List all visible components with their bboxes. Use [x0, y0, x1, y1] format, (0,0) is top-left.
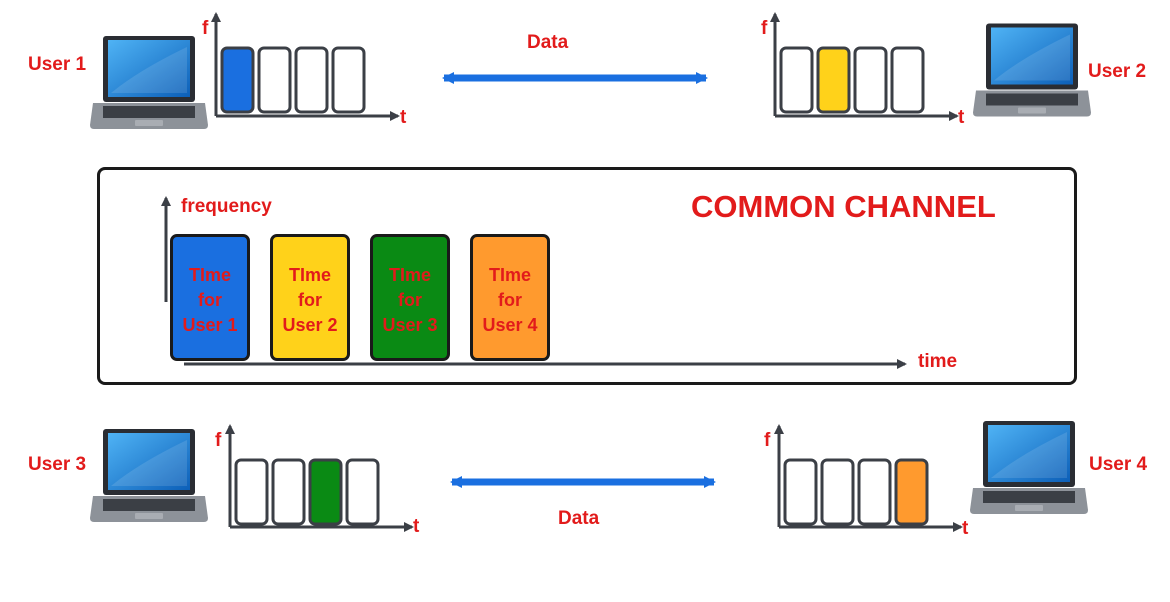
channel-slot-user4: TIme for User 4	[470, 234, 550, 361]
user2-f-axis-label: f	[761, 18, 768, 39]
user1-label: User 1	[28, 54, 87, 75]
user4-laptop-icon	[970, 421, 1088, 514]
user2-t-axis-label: t	[958, 107, 965, 128]
slot-line1: TIme	[488, 265, 531, 285]
slot-line1: TIme	[388, 265, 431, 285]
user3-slot-3-active	[308, 458, 343, 526]
user3-f-axis-label: f	[215, 430, 222, 451]
slot-line3: User 3	[382, 315, 438, 335]
user3-slot-4	[345, 458, 380, 526]
user4-slot-2	[820, 458, 855, 526]
slot-line2: for	[398, 290, 422, 310]
user1-slot-1-active	[220, 46, 255, 114]
slot-line2: for	[298, 290, 322, 310]
user2-slot-4	[890, 46, 925, 114]
user1-slot-4	[331, 46, 366, 114]
common-channel-box	[97, 167, 1077, 385]
user2-slot-1	[779, 46, 814, 114]
user4-label: User 4	[1089, 454, 1148, 475]
channel-x-axis-label: time	[918, 351, 958, 372]
channel-slot-user2: TIme for User 2	[270, 234, 350, 361]
user3-laptop-icon	[90, 429, 208, 522]
user4-f-axis-label: f	[764, 430, 771, 451]
channel-title: COMMON CHANNEL	[691, 189, 996, 224]
user1-slot-2	[257, 46, 292, 114]
user2-slot-2-active	[816, 46, 851, 114]
user2-slot-3	[853, 46, 888, 114]
channel-slot-user1: TIme for User 1	[170, 234, 250, 361]
data-link-label-bottom: Data	[558, 508, 600, 529]
channel-slot-user3: TIme for User 3	[370, 234, 450, 361]
user1-laptop-icon	[90, 36, 208, 129]
user1-f-axis-label: f	[202, 18, 209, 39]
slot-line3: User 1	[182, 315, 238, 335]
channel-y-axis-label: frequency	[181, 196, 272, 217]
slot-line1: TIme	[288, 265, 331, 285]
slot-line3: User 2	[282, 315, 338, 335]
data-link-label-top: Data	[527, 32, 569, 53]
mini-charts	[211, 12, 963, 532]
user4-slot-4-active	[894, 458, 929, 526]
user1-t-axis-label: t	[400, 107, 407, 128]
user3-label: User 3	[28, 454, 87, 475]
slot-line1: TIme	[188, 265, 231, 285]
slot-line3: User 4	[482, 315, 538, 335]
user4-t-axis-label: t	[962, 518, 969, 539]
user4-slot-3	[857, 458, 892, 526]
user2-label: User 2	[1088, 61, 1147, 82]
user4-slot-1	[783, 458, 818, 526]
user1-slot-3	[294, 46, 329, 114]
user3-slot-1	[234, 458, 269, 526]
user3-slot-2	[271, 458, 306, 526]
slot-line2: for	[198, 290, 222, 310]
user3-t-axis-label: t	[413, 516, 420, 537]
slot-line2: for	[498, 290, 522, 310]
user2-laptop-icon	[973, 23, 1091, 117]
